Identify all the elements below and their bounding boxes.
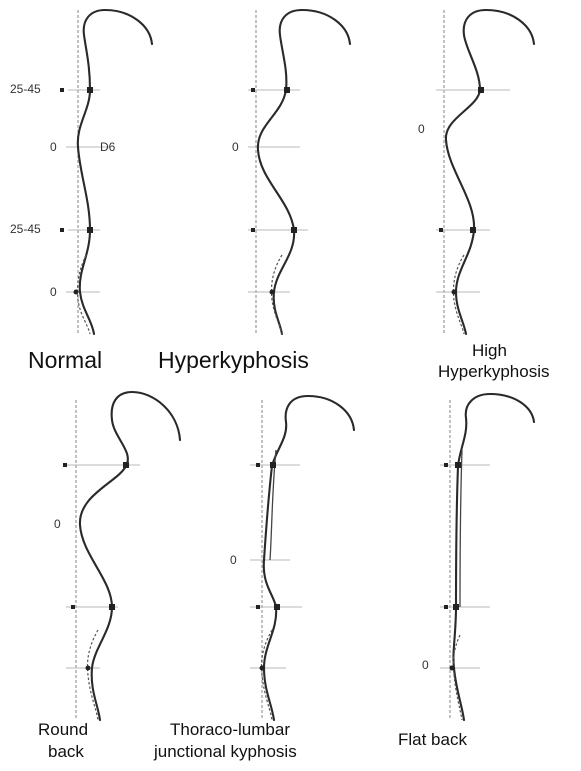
panel-high-hyperkyphosis: 0 High Hyperkyphosis (390, 0, 581, 345)
label-thoraco-lumbar: Thoraco-lumbar (170, 720, 290, 740)
thoraco-lumbar-posture-drawing (190, 390, 390, 771)
panel-round-back: 0 Round back (0, 390, 190, 771)
label-back: back (48, 742, 84, 762)
panel-thoraco-lumbar: 0 Thoraco-lumbar junctional kyphosis (190, 390, 390, 771)
annotation-25-45-upper: 25-45 (10, 82, 41, 96)
panel-flat-back: 0 Flat back (390, 390, 581, 771)
annotation-zero: 0 (230, 553, 237, 567)
label-high: High (472, 341, 507, 361)
round-back-posture-drawing (0, 390, 190, 771)
annotation-zero: 0 (232, 140, 239, 154)
label-hyperkyphosis: Hyperkyphosis (158, 347, 309, 374)
annotation-zero: 0 (54, 517, 61, 531)
label-round: Round (38, 720, 88, 740)
annotation-zero: 0 (418, 122, 425, 136)
annotation-d6: D6 (100, 140, 115, 154)
label-flat-back: Flat back (398, 730, 467, 750)
annotation-zero-lower: 0 (50, 285, 57, 299)
label-normal: Normal (28, 347, 102, 374)
annotation-25-45-lower: 25-45 (10, 222, 41, 236)
panel-hyperkyphosis: 0 Hyperkyphosis (190, 0, 390, 345)
annotation-zero-upper: 0 (50, 140, 57, 154)
label-hyperkyphosis-line: Hyperkyphosis (438, 362, 550, 382)
panel-normal: 25-45 0 D6 25-45 0 Normal (0, 0, 190, 345)
hyperkyphosis-posture-drawing (190, 0, 390, 345)
high-hyperkyphosis-posture-drawing (390, 0, 581, 345)
flat-back-posture-drawing (390, 390, 581, 771)
normal-posture-drawing (0, 0, 190, 345)
annotation-zero: 0 (422, 658, 429, 672)
label-junctional-kyphosis: junctional kyphosis (154, 742, 297, 762)
